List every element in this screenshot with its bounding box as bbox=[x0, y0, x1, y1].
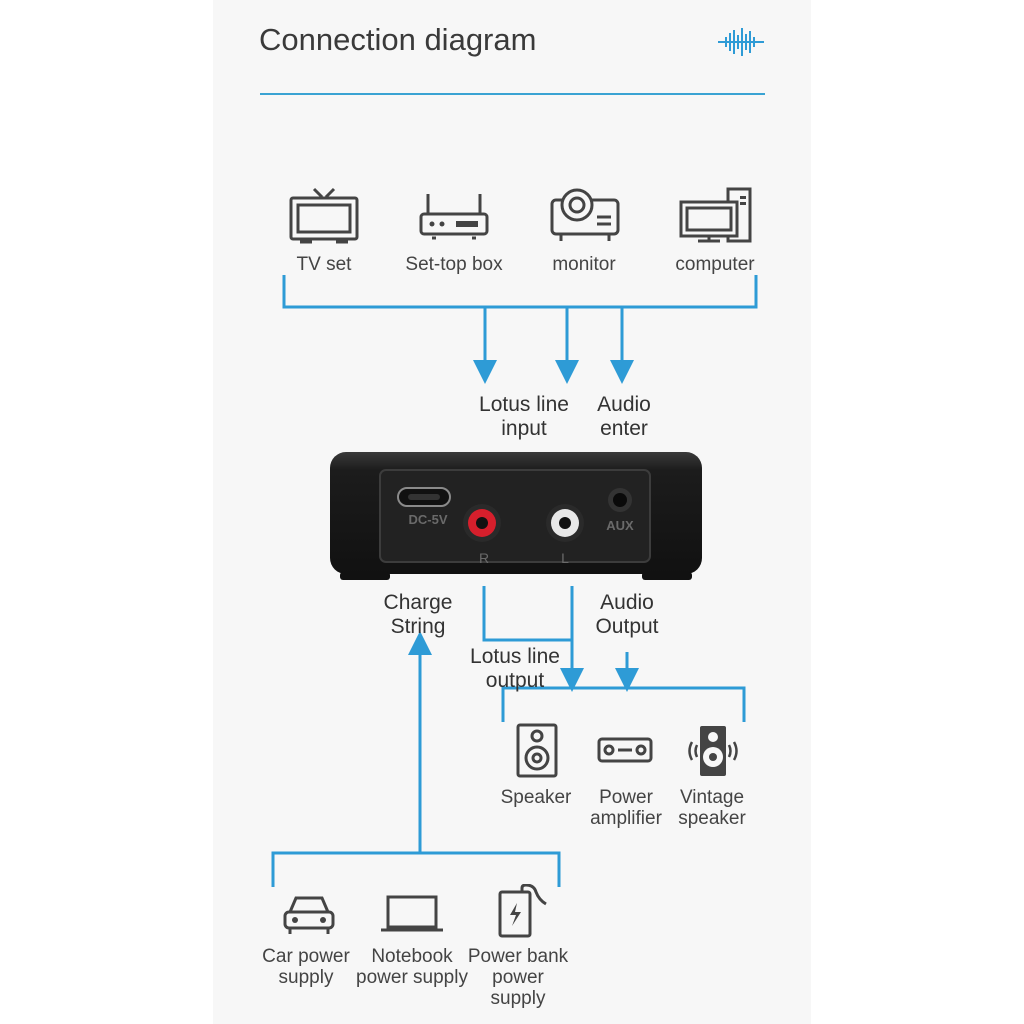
laptop-icon bbox=[381, 895, 443, 932]
output-label-vintage-speaker: Vintage speaker bbox=[678, 787, 746, 829]
dc-port-label: DC-5V bbox=[408, 512, 448, 527]
input-wire bbox=[282, 275, 758, 384]
rca-r-label: R bbox=[478, 550, 490, 566]
power-label-notebook: Notebook power supply bbox=[356, 946, 468, 988]
projector-icon bbox=[550, 188, 620, 241]
bluetooth-receiver-device bbox=[330, 452, 702, 580]
computer-icon bbox=[679, 187, 752, 243]
amplifier-icon bbox=[597, 737, 653, 763]
audio-enter-label: Audio enter bbox=[597, 393, 651, 440]
tv-icon bbox=[289, 187, 359, 244]
source-label-computer: computer bbox=[675, 254, 755, 275]
output-label-speaker: Speaker bbox=[500, 787, 572, 808]
speaker-icon bbox=[516, 723, 558, 778]
aux-label: AUX bbox=[606, 518, 634, 533]
output-label-power-amplifier: Power amplifier bbox=[590, 787, 662, 829]
vintage-speaker-icon bbox=[688, 726, 738, 776]
sound-wave-icon bbox=[718, 28, 764, 56]
output-wire bbox=[482, 586, 746, 722]
source-label-set-top-box: Set-top box bbox=[405, 254, 503, 275]
audio-output-label: Audio Output bbox=[595, 591, 659, 638]
power-label-power-bank: Power bank power supply bbox=[467, 946, 569, 1009]
power-wire bbox=[271, 631, 561, 887]
source-label-monitor: monitor bbox=[552, 254, 616, 275]
title-divider bbox=[260, 93, 765, 95]
page-title: Connection diagram bbox=[259, 22, 537, 57]
router-icon bbox=[419, 194, 489, 240]
lotus-line-input-label: Lotus line input bbox=[479, 393, 569, 440]
power-label-car: Car power supply bbox=[262, 946, 350, 988]
source-label-tv: TV set bbox=[296, 254, 352, 275]
car-icon bbox=[283, 896, 335, 934]
rca-l-label: L bbox=[561, 550, 569, 566]
power-bank-icon bbox=[498, 884, 547, 938]
charge-string-label: Charge String bbox=[383, 591, 453, 638]
lotus-line-output-label: Lotus line output bbox=[470, 645, 560, 692]
